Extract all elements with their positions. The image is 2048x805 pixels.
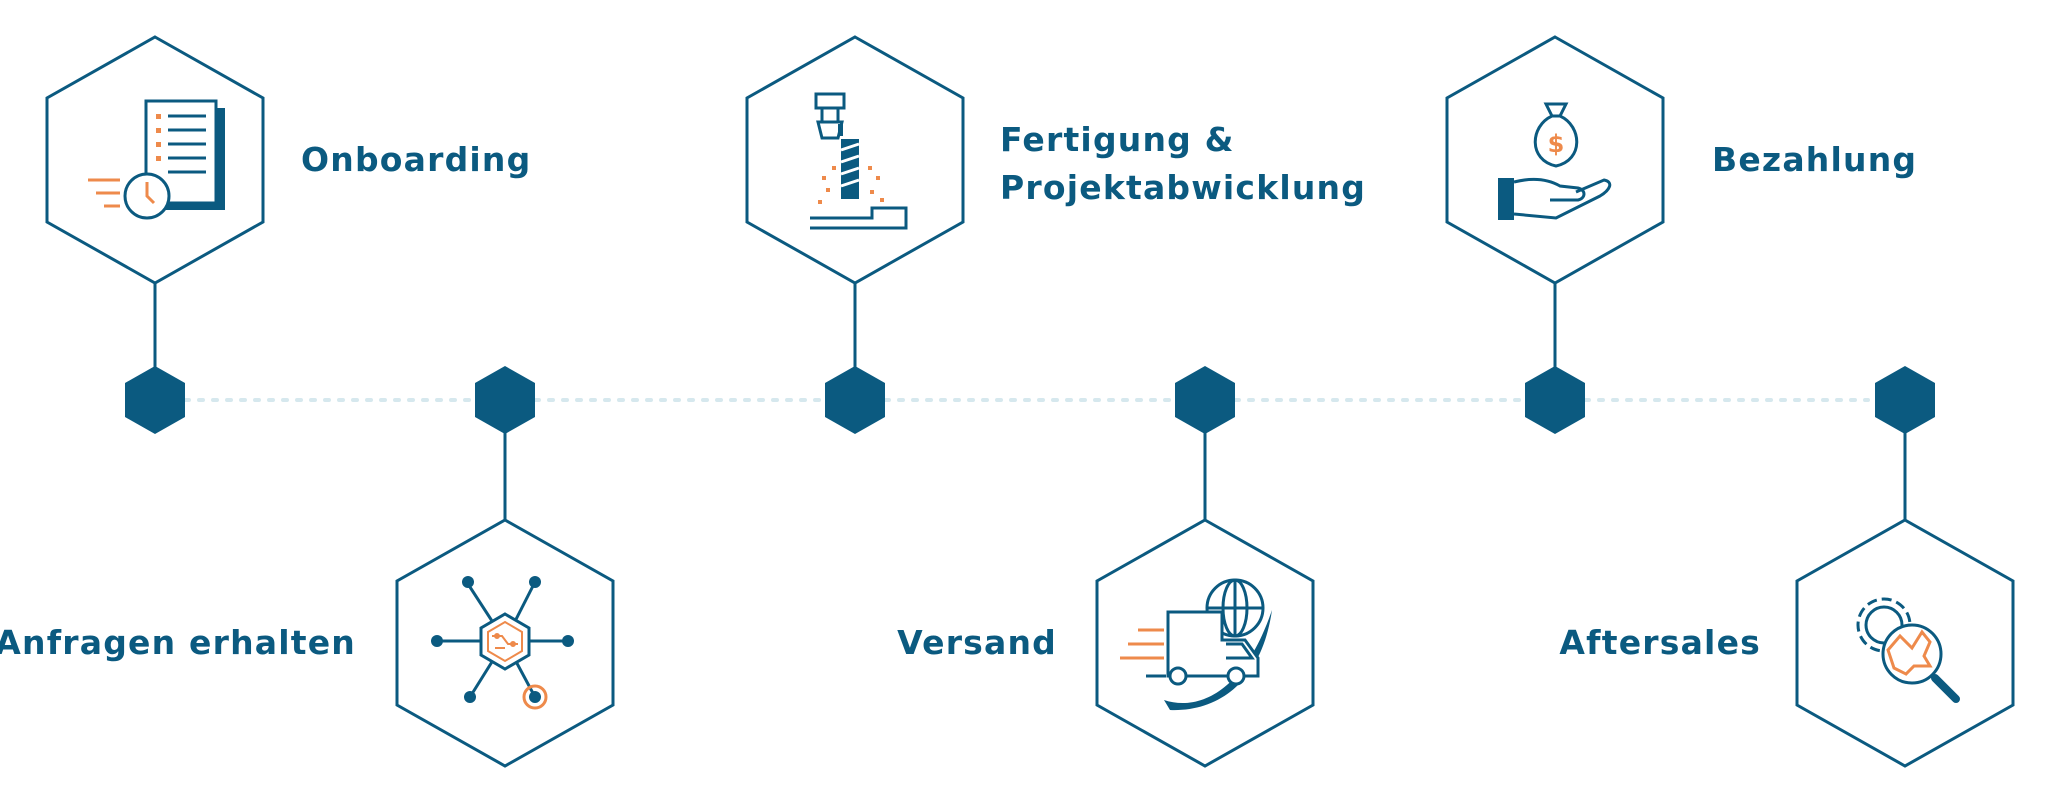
- money-bag-hand-icon: $: [1498, 102, 1612, 220]
- timeline-node-fertigung: [825, 366, 885, 434]
- timeline-node-onboarding: [125, 366, 185, 434]
- svg-text:$: $: [1548, 130, 1565, 158]
- gear-magnifier-icon: [1856, 597, 1960, 703]
- step-label-versand: Versand: [897, 623, 1057, 662]
- timeline-node-versand: [1175, 366, 1235, 434]
- step-label-onboarding: Onboarding: [301, 140, 532, 179]
- timeline-node-bezahlung: [1525, 366, 1585, 434]
- step-label-aftersales: Aftersales: [1559, 623, 1761, 662]
- step-label-fertigung-line: Projektabwicklung: [1000, 168, 1367, 207]
- step-label-fertigung-text: Fertigung & Projektabwicklung: [1000, 116, 1366, 212]
- timeline-node-anfragen: [475, 366, 535, 434]
- step-label-bezahlung: Bezahlung: [1712, 140, 1918, 179]
- step-label-anfragen: Anfragen erhalten: [0, 623, 356, 662]
- step-label-fertigung: Fertigung & Projektabwicklung: [1000, 116, 1366, 212]
- timeline-node-aftersales: [1875, 366, 1935, 434]
- timeline-stems: [153, 283, 1907, 520]
- step-label-fertigung-line: Fertigung &: [1000, 120, 1235, 159]
- delivery-truck-globe-icon: [1120, 578, 1272, 711]
- document-clock-icon: [88, 99, 225, 220]
- timeline-nodes: [125, 366, 1935, 434]
- milling-drill-icon: [810, 92, 908, 230]
- network-hub-icon: [431, 576, 574, 710]
